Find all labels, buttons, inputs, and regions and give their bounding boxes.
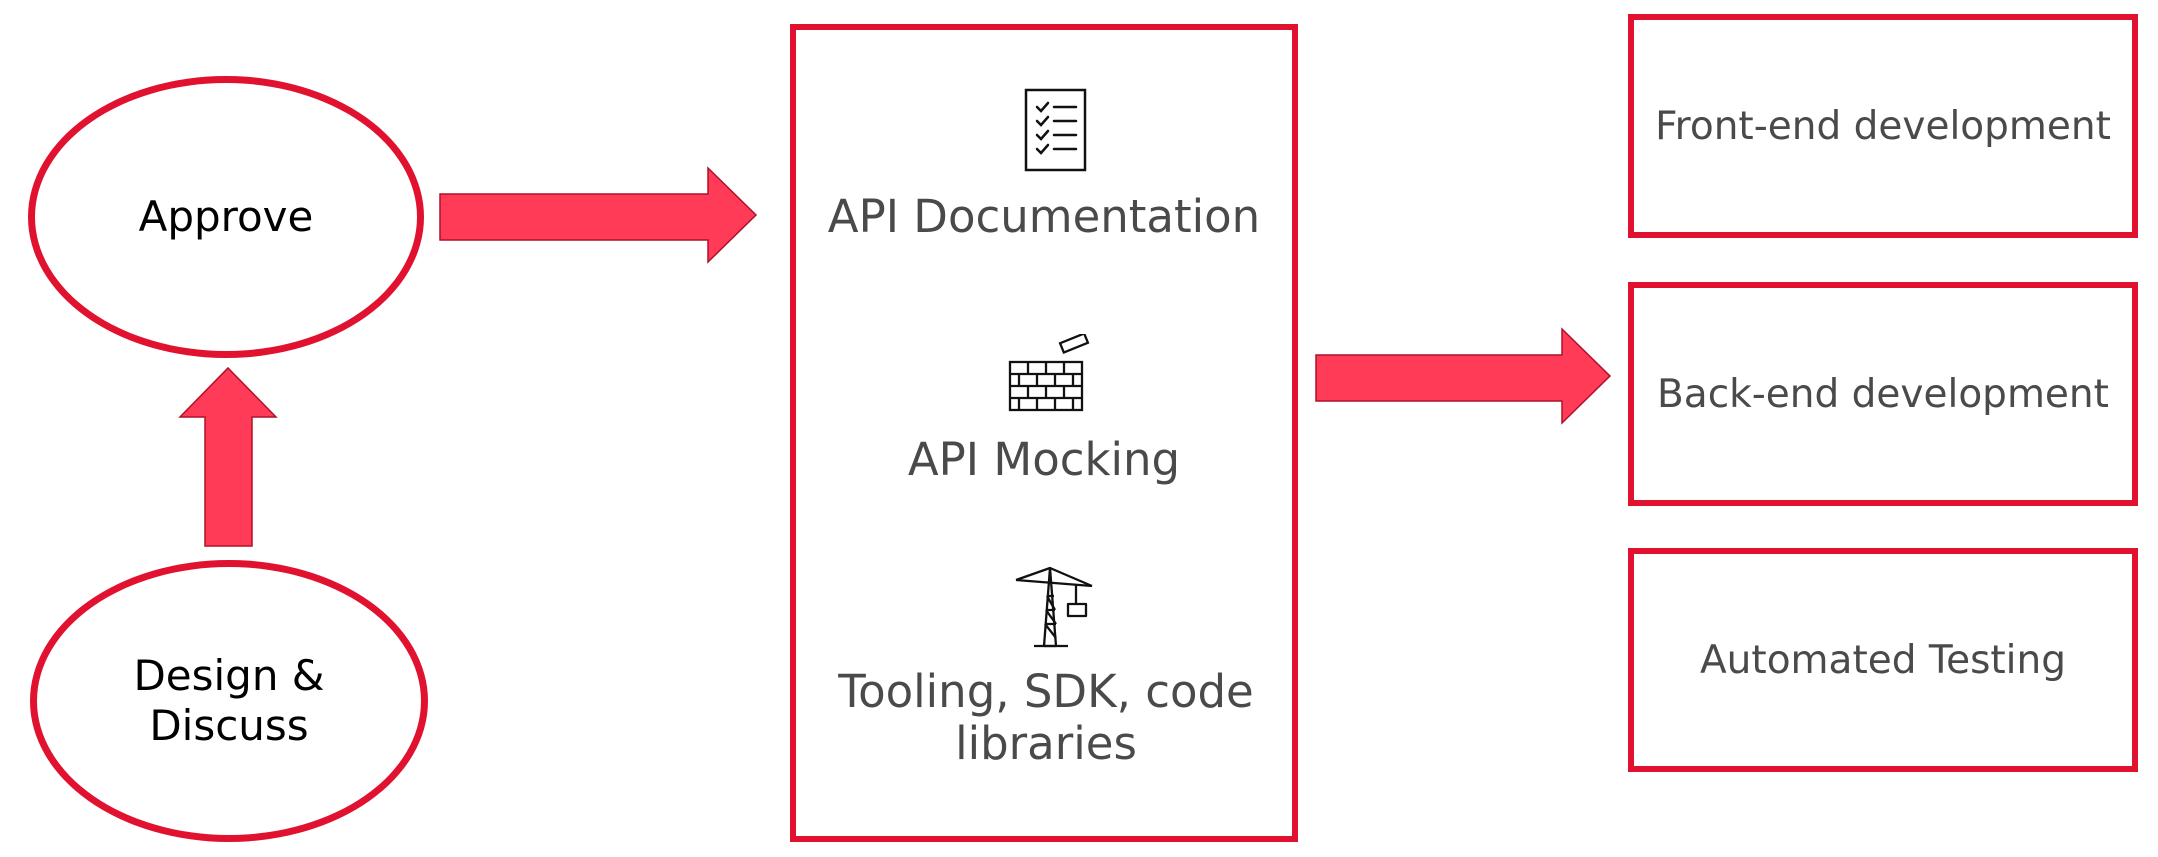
up-arrow (178, 366, 278, 547)
brick-wall-icon (1008, 334, 1090, 412)
right-arrow-to-consumers (1315, 327, 1612, 425)
back-end-development-box: Back-end development (1628, 282, 2138, 506)
api-mocking-label: API Mocking (907, 433, 1181, 486)
front-end-development-label: Front-end development (1655, 103, 2111, 149)
right-arrow-to-outputs (439, 166, 758, 264)
automated-testing-box: Automated Testing (1628, 548, 2138, 772)
front-end-development-box: Front-end development (1628, 14, 2138, 238)
api-documentation-label: API Documentation (827, 190, 1261, 243)
construction-crane-icon (1015, 566, 1093, 648)
design-discuss-label: Design & Discuss (133, 650, 325, 750)
approve-node: Approve (28, 76, 424, 358)
back-end-development-label: Back-end development (1657, 371, 2109, 417)
api-outputs-panel: API Documentation API Mocking (790, 24, 1298, 842)
automated-testing-label: Automated Testing (1700, 637, 2066, 683)
tooling-sdk-label: Tooling, SDK, code libraries (838, 665, 1254, 770)
design-discuss-node: Design & Discuss (30, 560, 428, 842)
approve-label: Approve (138, 191, 314, 241)
checklist-icon (1024, 88, 1087, 172)
